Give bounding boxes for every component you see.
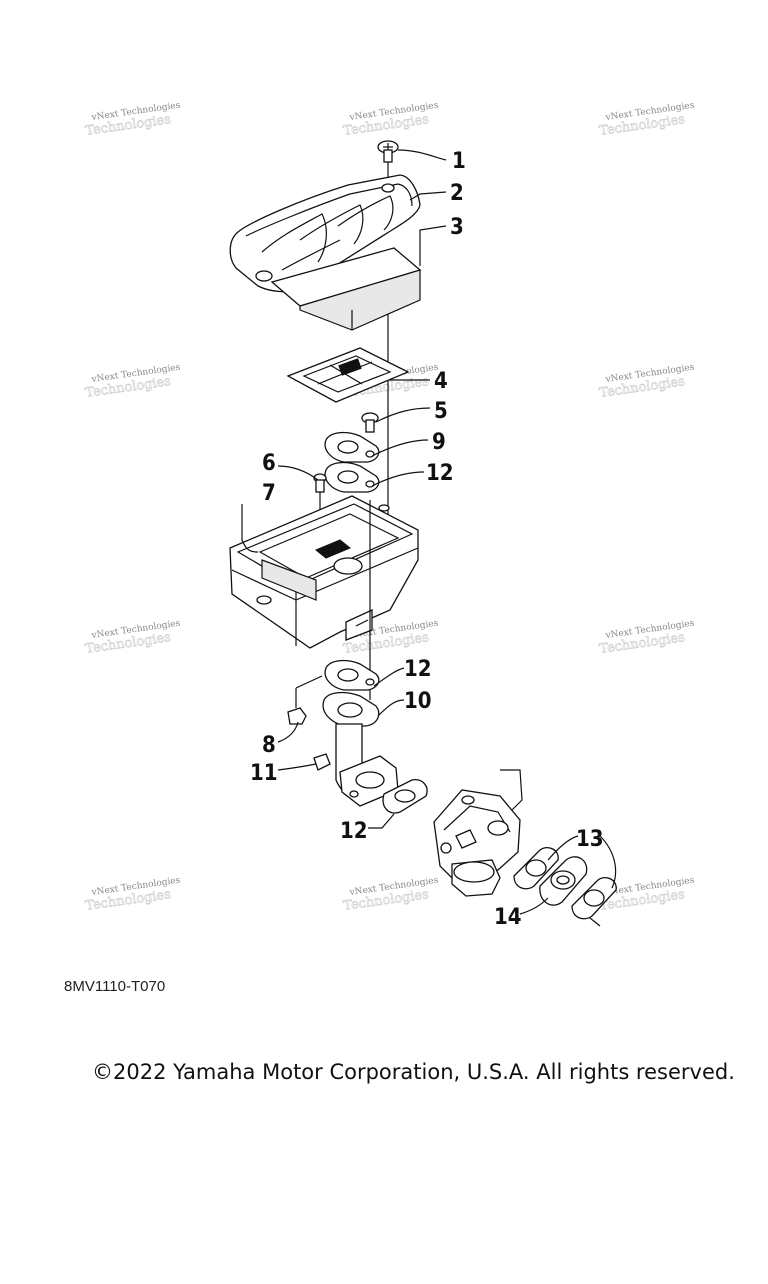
callout-9: 9: [432, 430, 446, 455]
watermark: Technologies vNext Technologies: [342, 876, 439, 915]
part-gasket-12b: [324, 659, 380, 691]
callout-12-top: 12: [426, 461, 454, 486]
callout-3: 3: [450, 215, 464, 240]
part-elbow-10: [322, 691, 399, 807]
callout-14: 14: [494, 905, 522, 930]
guide-line: [589, 917, 601, 927]
part-screen-4: [286, 347, 410, 403]
part-gasket-13b: [571, 876, 617, 920]
callout-8: 8: [262, 733, 276, 758]
callout-7: 7: [262, 481, 276, 506]
part-gasket-12a: [324, 461, 380, 493]
watermark: Technologies vNext Technologies: [598, 101, 695, 140]
part-gasket-12c: [382, 779, 428, 814]
part-bolt-5: [361, 412, 379, 433]
watermark: Technologies vNext Technologies: [84, 363, 181, 402]
part-gasket-9: [324, 431, 380, 463]
callout-12-bottom: 12: [340, 819, 368, 844]
diagram-part-code: 8MV1110-T070: [64, 978, 166, 995]
watermark: Technologies vNext Technologies: [342, 101, 439, 140]
callout-2: 2: [450, 181, 464, 206]
part-cover-2: [229, 174, 421, 293]
part-spacer-14: [539, 856, 588, 906]
callouts: 1 2 3 4 5 9 12 6 7 12 10 8 11 12 13 14: [250, 149, 604, 930]
callout-11: 11: [250, 761, 278, 786]
part-gasket-13: [513, 846, 559, 890]
callout-4: 4: [434, 369, 448, 394]
part-screw-1: [377, 140, 399, 163]
copyright-notice: ©2022 Yamaha Motor Corporation, U.S.A. A…: [92, 1060, 735, 1084]
part-plug-8: [287, 675, 323, 725]
leader-lines: [241, 149, 617, 915]
watermark: Technologies vNext Technologies: [84, 876, 181, 915]
callout-12-mid: 12: [404, 657, 432, 682]
part-carburetor: [433, 769, 523, 897]
watermark: Technologies vNext Technologies: [598, 619, 695, 658]
part-case-7: [229, 495, 419, 649]
callout-6: 6: [262, 451, 276, 476]
callout-10: 10: [404, 689, 432, 714]
callout-5: 5: [434, 399, 448, 424]
part-plug-11: [313, 753, 331, 771]
part-filter-element-3: [270, 247, 422, 331]
callout-1: 1: [452, 149, 466, 174]
callout-13: 13: [576, 827, 604, 852]
watermark: Technologies vNext Technologies: [598, 363, 695, 402]
watermark: Technologies vNext Technologies: [84, 101, 181, 140]
watermark: Technologies vNext Technologies: [84, 619, 181, 658]
